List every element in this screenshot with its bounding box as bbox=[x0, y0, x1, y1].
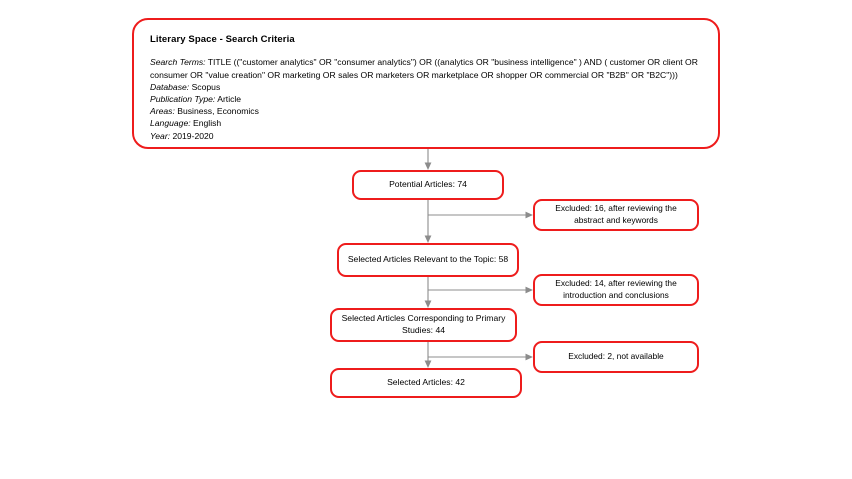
node-potential-articles: Potential Articles: 74 bbox=[352, 170, 504, 200]
criteria-areas-value: Business, Economics bbox=[174, 106, 259, 117]
node-excluded-abstract-keywords: Excluded: 16, after reviewing the abstra… bbox=[533, 199, 699, 231]
criteria-language-label: Language: bbox=[150, 118, 191, 129]
node-excluded-abstract-keywords-label: Excluded: 16, after reviewing the abstra… bbox=[555, 203, 677, 225]
criteria-year-value: 2019-2020 bbox=[170, 130, 214, 141]
node-excluded-introduction-conclusions: Excluded: 14, after reviewing the introd… bbox=[533, 274, 699, 306]
criteria-database-label: Database: bbox=[150, 81, 190, 92]
criteria-publication-type-value: Article bbox=[215, 94, 242, 104]
node-primary-studies-label: Selected Articles Corresponding to Prima… bbox=[341, 313, 506, 335]
criteria-publication-type-label: Publication Type: bbox=[150, 94, 216, 104]
criteria-publication-type: Publication Type: Article bbox=[150, 93, 702, 105]
criteria-language-value: English bbox=[190, 118, 222, 129]
node-excluded-introduction-conclusions-label: Excluded: 14, after reviewing the introd… bbox=[555, 278, 677, 300]
criteria-database-value: Scopus bbox=[189, 81, 221, 92]
criteria-language: Language: English bbox=[150, 117, 702, 129]
criteria-year-label: Year: bbox=[150, 130, 171, 141]
node-potential-articles-label: Potential Articles: 74 bbox=[389, 179, 467, 190]
criteria-database: Database: Scopus bbox=[150, 81, 702, 93]
criteria-search-terms-value: TITLE (("customer analytics" OR "consume… bbox=[150, 57, 698, 80]
node-primary-studies: Selected Articles Corresponding to Prima… bbox=[330, 308, 517, 342]
criteria-year: Year: 2019-2020 bbox=[150, 130, 702, 142]
criteria-search-terms-label: Search Terms: bbox=[150, 57, 206, 68]
node-final-selected-articles-label: Selected Articles: 42 bbox=[387, 377, 465, 388]
search-criteria-panel: Literary Space - Search Criteria Search … bbox=[132, 18, 720, 149]
criteria-areas-label: Areas: bbox=[150, 106, 175, 117]
criteria-areas: Areas: Business, Economics bbox=[150, 105, 702, 117]
node-excluded-not-available: Excluded: 2, not available bbox=[533, 341, 699, 373]
criteria-title: Literary Space - Search Criteria bbox=[150, 34, 295, 45]
node-excluded-not-available-label: Excluded: 2, not available bbox=[568, 351, 664, 362]
node-final-selected-articles: Selected Articles: 42 bbox=[330, 368, 522, 398]
node-relevant-articles-label: Selected Articles Relevant to the Topic:… bbox=[347, 254, 509, 265]
node-relevant-articles: Selected Articles Relevant to the Topic:… bbox=[337, 243, 519, 277]
criteria-search-terms: Search Terms: TITLE (("customer analytic… bbox=[150, 56, 702, 80]
